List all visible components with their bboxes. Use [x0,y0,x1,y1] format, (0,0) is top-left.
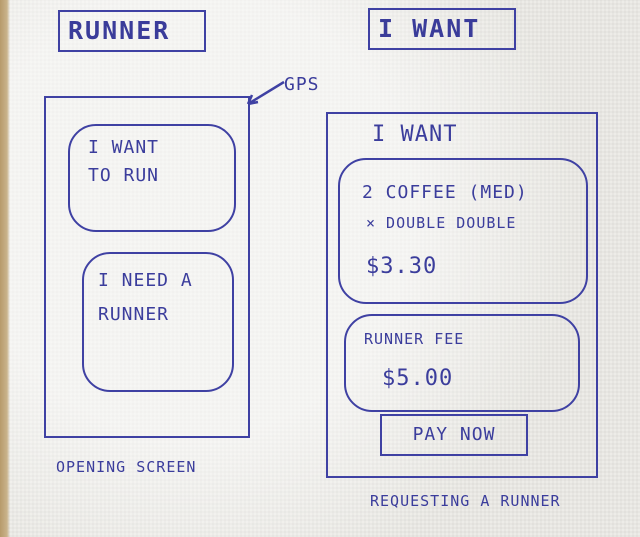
order-line: 2 COFFEE (MED) [362,182,528,203]
opening-screen-caption: OPENING SCREEN [56,458,197,476]
table-edge [0,0,10,537]
runner-header-label: RUNNER [68,16,171,45]
pay-now-button[interactable]: PAY NOW [380,414,528,456]
request-title: I WANT [372,122,458,147]
need-runner-label: I NEED A RUNNER [98,270,193,325]
runner-fee-card: RUNNER FEE $5.00 [344,314,580,412]
i-want-header-label: I WANT [378,14,481,43]
gps-arrow-icon [246,80,285,106]
request-screen-frame [326,112,598,478]
order-detail: × DOUBLE DOUBLE [366,214,517,232]
need-runner-button[interactable]: I NEED A RUNNER [82,252,234,392]
gps-label: GPS [284,74,320,95]
runner-header: RUNNER [58,10,206,52]
pay-now-label: PAY NOW [412,424,496,445]
runner-fee-amount: $5.00 [382,366,454,391]
requesting-caption: REQUESTING A RUNNER [370,492,561,510]
order-card: 2 COFFEE (MED) × DOUBLE DOUBLE $3.30 [338,158,588,304]
want-to-run-button[interactable]: I WANT TO RUN [68,124,236,232]
runner-fee-label: RUNNER FEE [364,330,465,348]
i-want-header: I WANT [368,8,516,50]
order-price: $3.30 [366,254,438,279]
opening-screen-frame [44,96,250,438]
want-to-run-label: I WANT TO RUN [88,137,160,186]
